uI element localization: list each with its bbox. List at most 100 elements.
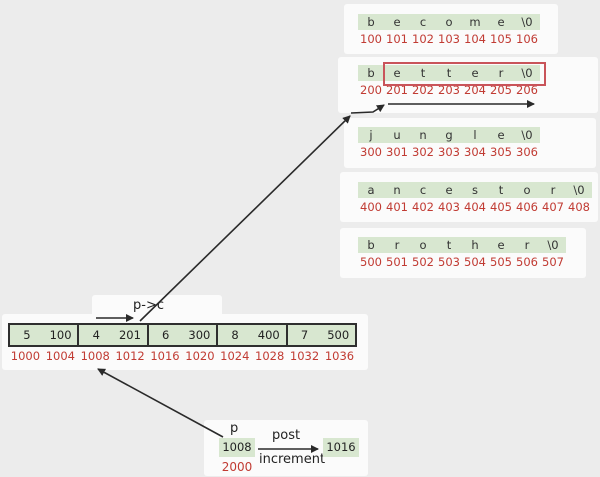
p-address-value: 2000 xyxy=(221,460,253,474)
char-cell: e xyxy=(497,15,505,29)
array-to-better-arrow xyxy=(139,115,351,322)
char-cell: e xyxy=(497,128,505,142)
address-cell: 404 xyxy=(464,200,486,214)
address-cell: 504 xyxy=(464,255,486,269)
char-cell: s xyxy=(472,183,478,197)
struct-value: 400 xyxy=(257,328,280,342)
address-cell: 306 xyxy=(516,145,538,159)
struct-value: 500 xyxy=(327,328,350,342)
char-cell: b xyxy=(367,66,375,80)
address-cell: 405 xyxy=(490,200,512,214)
post-increment-result-box: 1016 xyxy=(323,438,359,457)
char-cell: e xyxy=(393,15,401,29)
array-address: 1012 xyxy=(115,349,145,363)
char-cell: g xyxy=(445,128,453,142)
char-cell: e xyxy=(471,66,479,80)
address-row-brother: 500 501 502 503 504 505 506 507 xyxy=(358,256,566,269)
p-value-box: 1008 xyxy=(219,438,255,457)
increment-label: increment xyxy=(259,452,326,467)
address-cell: 201 xyxy=(386,83,408,97)
post-label: post xyxy=(272,428,301,443)
char-cell: m xyxy=(469,15,481,29)
p-label: p xyxy=(230,421,239,436)
address-cell: 408 xyxy=(568,200,590,214)
char-cell: \0 xyxy=(521,66,533,80)
struct-value: 5 xyxy=(23,328,31,342)
address-cell: 502 xyxy=(412,255,434,269)
address-cell: 503 xyxy=(438,255,460,269)
char-cell: t xyxy=(446,238,452,252)
address-cell: 304 xyxy=(464,145,486,159)
address-cell: 200 xyxy=(360,83,382,97)
char-cell: \0 xyxy=(521,128,533,142)
char-cell: r xyxy=(498,66,504,80)
address-cell: 104 xyxy=(464,32,486,46)
char-cell: r xyxy=(524,238,530,252)
char-cell: e xyxy=(445,183,453,197)
char-cell: \0 xyxy=(547,238,559,252)
char-cell: h xyxy=(471,238,479,252)
p-to-c-label: p->c xyxy=(133,298,164,313)
address-cell: 402 xyxy=(412,200,434,214)
address-cell: 400 xyxy=(360,200,382,214)
panel-jungle xyxy=(344,118,596,168)
char-cell: r xyxy=(394,238,400,252)
struct-value: 4 xyxy=(92,328,100,342)
panel-brother xyxy=(340,228,586,278)
struct-value: 7 xyxy=(300,328,309,342)
char-cell: c xyxy=(419,183,427,197)
char-cell: o xyxy=(445,15,453,29)
address-cell: 501 xyxy=(386,255,408,269)
array-address: 1032 xyxy=(289,349,320,363)
struct-cell-4: 7 500 xyxy=(288,325,355,345)
address-cell: 507 xyxy=(542,255,564,269)
array-address: 1024 xyxy=(220,349,250,363)
address-cell: 204 xyxy=(464,83,486,97)
address-cell: 103 xyxy=(438,32,460,46)
char-cell: j xyxy=(369,128,373,142)
struct-value: 100 xyxy=(49,328,72,342)
char-cell: t xyxy=(420,66,426,80)
address-cell: 505 xyxy=(490,255,512,269)
address-cell: 101 xyxy=(386,32,408,46)
address-cell: 102 xyxy=(412,32,434,46)
address-cell: 401 xyxy=(386,200,408,214)
address-cell: 506 xyxy=(516,255,538,269)
address-cell: 403 xyxy=(438,200,460,214)
array-address: 1008 xyxy=(80,349,110,363)
address-cell: 500 xyxy=(360,255,382,269)
address-cell: 105 xyxy=(490,32,512,46)
char-cell: o xyxy=(419,238,427,252)
address-cell: 300 xyxy=(360,145,382,159)
address-cell: 303 xyxy=(438,145,460,159)
array-address: 1020 xyxy=(185,349,215,363)
address-cell: 100 xyxy=(360,32,382,46)
struct-value: 8 xyxy=(231,328,239,342)
array-address: 1028 xyxy=(255,349,285,363)
array-address: 1016 xyxy=(150,349,180,363)
address-cell: 407 xyxy=(542,200,564,214)
char-cell: u xyxy=(393,128,401,142)
address-cell: 301 xyxy=(386,145,408,159)
char-cell: e xyxy=(497,238,505,252)
char-cell: \0 xyxy=(521,15,533,29)
struct-value: 300 xyxy=(188,328,211,342)
address-cell: 302 xyxy=(412,145,434,159)
char-cell: o xyxy=(523,183,531,197)
array-address: 1036 xyxy=(324,349,355,363)
char-cell: t xyxy=(446,66,452,80)
char-cell: t xyxy=(498,183,504,197)
